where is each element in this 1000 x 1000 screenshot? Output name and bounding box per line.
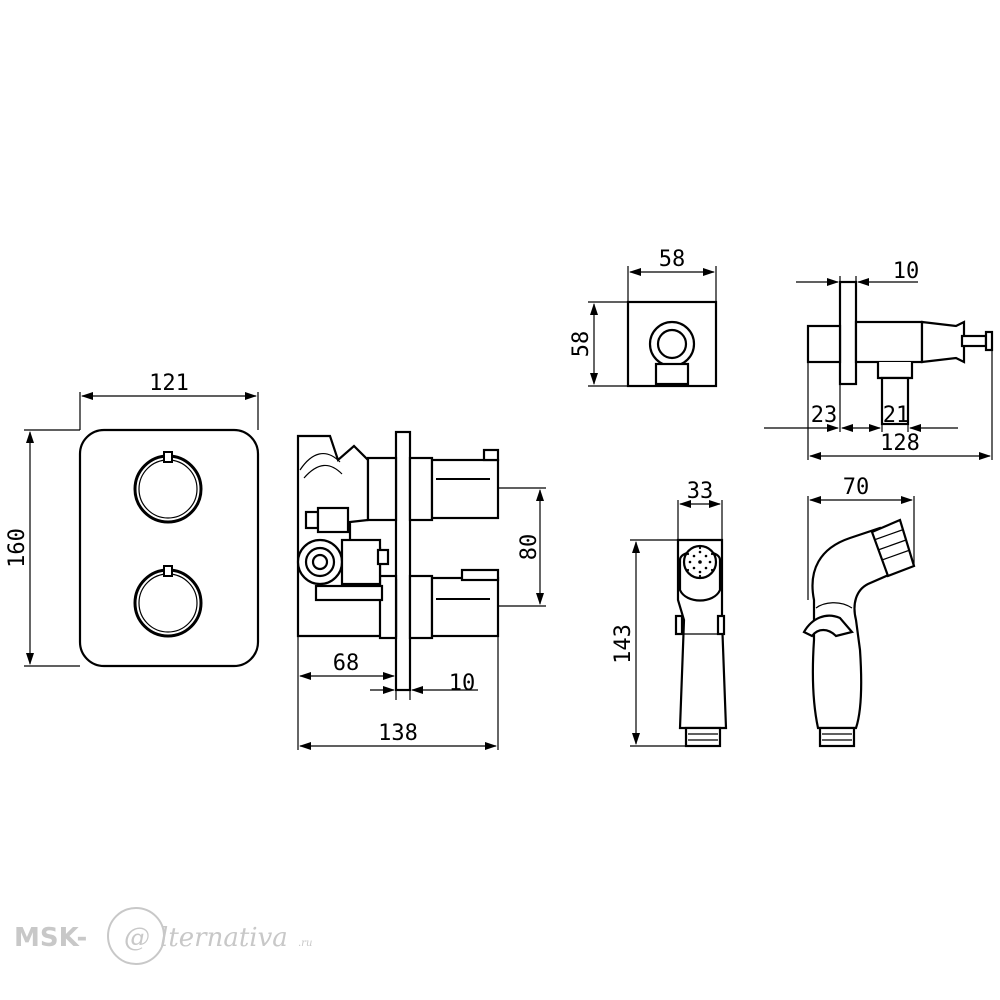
label-121: 121 (149, 371, 189, 396)
label-70: 70 (843, 475, 870, 500)
upper-cartridge (430, 458, 500, 520)
dim-plate-thickness: 10 (370, 671, 478, 700)
watermark-at: @ (124, 923, 150, 953)
label-58-width: 58 (659, 247, 686, 272)
dim-handshower-width: 33 (677, 479, 723, 540)
dim-faceplate-height: 160 (5, 429, 80, 667)
label-58-height: 58 (569, 331, 594, 358)
watermark-circle (107, 907, 165, 965)
label-128: 128 (880, 431, 920, 456)
lower-knob (133, 565, 203, 638)
label-80: 80 (517, 534, 542, 561)
outlet-side-plate (838, 280, 858, 386)
dim-outlet-height: 58 (569, 301, 628, 387)
lower-cartridge (430, 576, 500, 638)
label-160: 160 (5, 528, 30, 568)
dim-outlet-23-21: 23 21 (764, 362, 958, 460)
dim-body-depth: 68 (297, 636, 397, 750)
mounting-plate (394, 430, 412, 692)
hand-shower-side-body (811, 526, 902, 730)
label-23: 23 (811, 403, 838, 428)
label-138: 138 (378, 721, 418, 746)
dim-faceplate-width: 121 (79, 371, 259, 430)
dim-cartridge-spacing: 80 (498, 487, 546, 607)
spray-nozzles (686, 546, 714, 578)
dim-handshower-length: 143 (611, 539, 686, 747)
label-33: 33 (687, 479, 714, 504)
faceplate-outline (78, 428, 260, 668)
faceplate-front-view: 121 160 (5, 371, 260, 668)
dim-handshower-side: 70 (807, 475, 915, 600)
dim-outlet-128: 128 (809, 350, 993, 460)
upper-knob (133, 451, 203, 524)
label-21: 21 (883, 403, 910, 428)
label-10-outlet: 10 (893, 259, 920, 284)
dim-body-total: 138 (299, 636, 499, 750)
valve-body-side-view: 80 68 10 138 (296, 430, 546, 750)
label-68: 68 (333, 651, 360, 676)
label-143: 143 (611, 624, 636, 664)
hand-shower-front-view: 33 143 (611, 479, 728, 748)
watermark-suffix: lternativa (160, 923, 288, 953)
wall-outlet-front-view: 58 58 (569, 247, 718, 388)
watermark-prefix: MSK- (14, 923, 87, 953)
dim-outlet-10: 10 (796, 259, 920, 286)
wall-outlet-side-view: 10 23 21 128 (764, 259, 994, 460)
watermark-tld: .ru (298, 938, 312, 949)
watermark-logo: MSK- @ lternativa .ru (14, 907, 312, 965)
hand-shower-side-view: 70 (802, 475, 916, 748)
label-10-body: 10 (449, 671, 476, 696)
dim-outlet-width: 58 (627, 247, 717, 302)
